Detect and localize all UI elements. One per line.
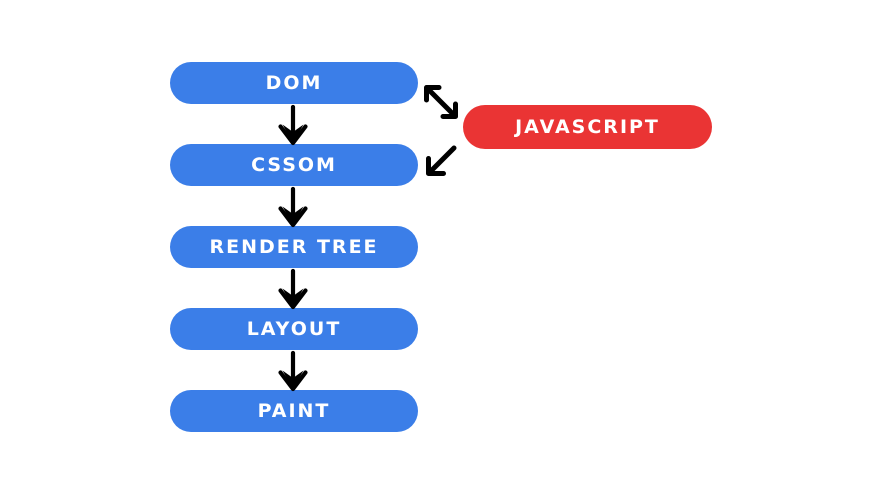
stage-label-layout: LAYOUT — [246, 317, 342, 340]
stage-box-render-tree: RENDER TREE — [170, 226, 418, 268]
javascript-box: JAVASCRIPT — [463, 105, 712, 149]
stage-box-cssom: CSSOM — [170, 144, 418, 186]
arrow-down-render-tree-to-layout — [277, 268, 309, 310]
stage-box-layout: LAYOUT — [170, 308, 418, 350]
arrow-down-cssom-to-render-tree — [277, 186, 309, 228]
arrow-down-dom-to-cssom — [277, 104, 309, 146]
stage-label-paint: PAINT — [257, 399, 331, 422]
arrow-down-layout-to-paint — [277, 350, 309, 392]
arrow-javascript-to-cssom — [423, 143, 459, 179]
stage-label-render-tree: RENDER TREE — [209, 235, 379, 258]
stage-box-dom: DOM — [170, 62, 418, 104]
javascript-label: JAVASCRIPT — [515, 115, 660, 138]
stage-label-cssom: CSSOM — [251, 153, 337, 176]
stage-label-dom: DOM — [265, 71, 323, 94]
stage-box-paint: PAINT — [170, 390, 418, 432]
bidirectional-arrow-dom-javascript — [421, 82, 461, 122]
